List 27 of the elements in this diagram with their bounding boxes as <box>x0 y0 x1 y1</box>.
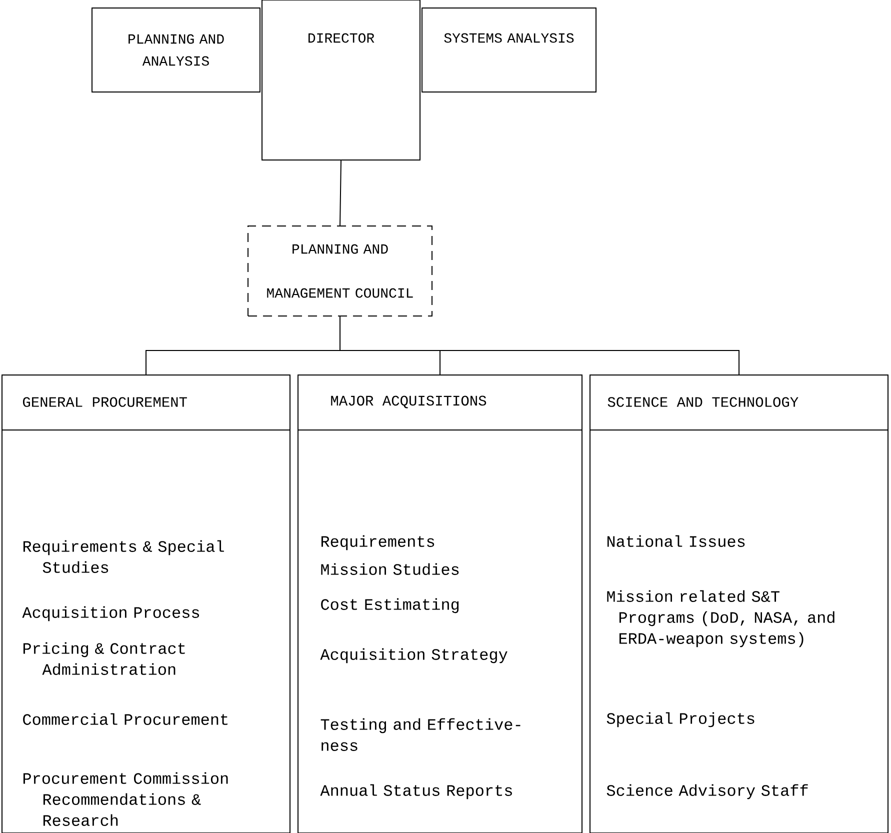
department-panel <box>298 374 582 833</box>
list-item: Mission Studies <box>321 563 459 575</box>
list-item: Commercial Procurement <box>23 713 228 725</box>
connector-line <box>340 160 342 226</box>
list-item: Acquisition Strategy <box>320 648 508 664</box>
department-panel <box>590 374 888 833</box>
list-item: Testing and Effective- ness <box>320 718 520 751</box>
council-box: PLANNING AND MANAGEMENT COUNCIL <box>248 226 432 316</box>
connector-line <box>340 316 740 375</box>
list-item: Procurement Commission Recommendations & Research <box>23 772 228 826</box>
list-item: Acquisition Process <box>22 606 199 622</box>
list-item: Requirements & Special Studies <box>23 540 224 573</box>
list-item: Science Advisory Staff <box>606 784 808 800</box>
list-item: National Issues <box>607 535 745 547</box>
unit-box: PLANNING AND ANALYSIS <box>92 8 260 92</box>
list-item: Cost Estimating <box>321 598 459 614</box>
list-item: Mission related S&T Programs (DoD, NASA, and ERDA-weapon systems) <box>607 590 834 648</box>
panel-heading: MAJOR ACQUISITIONS <box>331 396 486 408</box>
director-box: DIRECTOR <box>262 0 420 160</box>
panel-heading: SCIENCE AND TECHNOLOGY <box>608 397 798 407</box>
list-item: Requirements <box>321 535 434 550</box>
list-item: Pricing & Contract Administration <box>23 642 185 675</box>
list-item: Special Projects <box>606 712 754 728</box>
unit-box: SYSTEMS ANALYSIS <box>422 8 596 92</box>
panel-heading: GENERAL PROCUREMENT <box>23 397 187 407</box>
department-panel <box>2 374 290 833</box>
list-item: Annual Status Reports <box>320 784 512 800</box>
